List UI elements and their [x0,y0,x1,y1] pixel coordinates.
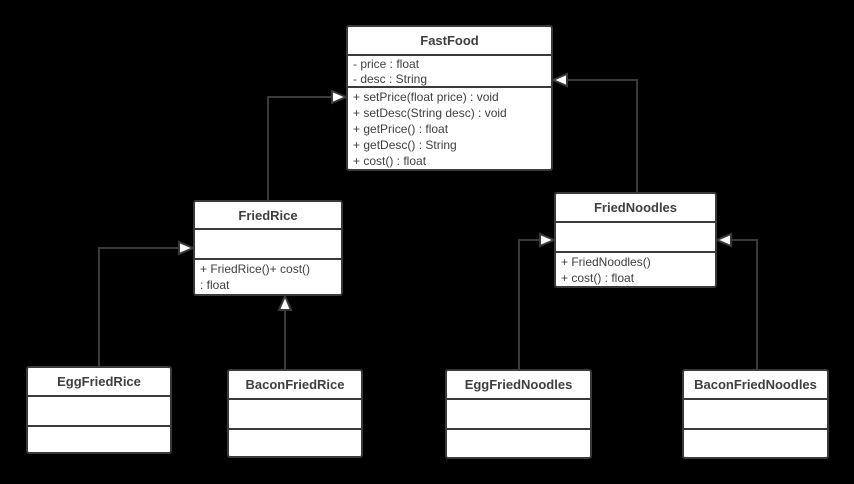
class-eggfriednoodles[interactable]: EggFriedNoodles [445,369,592,459]
methods-compartment [684,430,827,457]
class-eggfriedrice[interactable]: EggFriedRice [26,366,172,454]
methods-compartment [229,430,361,456]
hollow-triangle-arrowhead [331,89,349,105]
inheritance-edge-eggfriedrice-to-friedrice[interactable] [98,240,196,366]
edge-line [731,239,758,369]
methods-compartment [28,427,170,452]
methods-compartment: + FriedRice()+ cost() : float [195,260,341,294]
methods-compartment: + FriedNoodles() + cost() : float [556,253,715,286]
inheritance-edge-baconfriednoodles-to-friednoodles[interactable] [714,232,758,369]
hollow-triangle-arrowhead [714,232,732,248]
class-name: EggFriedNoodles [447,371,590,400]
edge-line [98,247,179,366]
method: + FriedRice()+ cost() [200,262,311,276]
edge-line [518,239,540,369]
hollow-triangle-arrowhead [539,232,557,248]
hollow-triangle-arrowhead [178,240,196,256]
inheritance-edge-friedrice-to-fastfood[interactable] [267,89,349,200]
class-name: EggFriedRice [28,368,170,397]
methods-compartment: + setPrice(float price) : void + setDesc… [348,88,551,169]
method: + getPrice() : float [353,122,449,136]
attributes-compartment [447,400,590,430]
class-friedrice[interactable]: FriedRice + FriedRice()+ cost() : float [193,200,343,296]
method: : float [200,278,230,292]
attributes-compartment [229,400,361,430]
class-name: BaconFriedNoodles [684,371,827,400]
method: + getDesc() : String [353,138,457,152]
class-fastfood[interactable]: FastFood - price : float - desc : String… [346,25,553,171]
class-baconfriedrice[interactable]: BaconFriedRice [227,369,363,458]
attribute: - desc : String [353,72,428,86]
class-name: FastFood [348,27,551,56]
inheritance-edge-friednoodles-to-fastfood[interactable] [550,72,638,192]
edge-line [567,79,638,192]
method: + setDesc(String desc) : void [353,106,507,120]
method: + cost() : float [353,154,427,168]
class-baconfriednoodles[interactable]: BaconFriedNoodles [682,369,829,459]
inheritance-edge-baconfriedrice-to-friedrice[interactable] [277,293,293,369]
inheritance-edge-eggfriednoodles-to-friednoodles[interactable] [518,232,557,369]
attributes-compartment [556,223,715,253]
method: + setPrice(float price) : void [353,90,499,104]
methods-compartment [447,430,590,457]
class-friednoodles[interactable]: FriedNoodles + FriedNoodles() + cost() :… [554,192,717,288]
class-name: BaconFriedRice [229,371,361,400]
hollow-triangle-arrowhead [277,293,293,311]
hollow-triangle-arrowhead [550,72,568,88]
attribute: - price : float [353,57,420,71]
attributes-compartment [195,230,341,260]
edge-line [267,96,332,200]
attributes-compartment: - price : float - desc : String [348,56,551,88]
attributes-compartment [28,397,170,427]
class-name: FriedRice [195,202,341,230]
method: + FriedNoodles() [561,255,651,269]
attributes-compartment [684,400,827,430]
class-name: FriedNoodles [556,194,715,223]
method: + cost() : float [561,271,635,285]
